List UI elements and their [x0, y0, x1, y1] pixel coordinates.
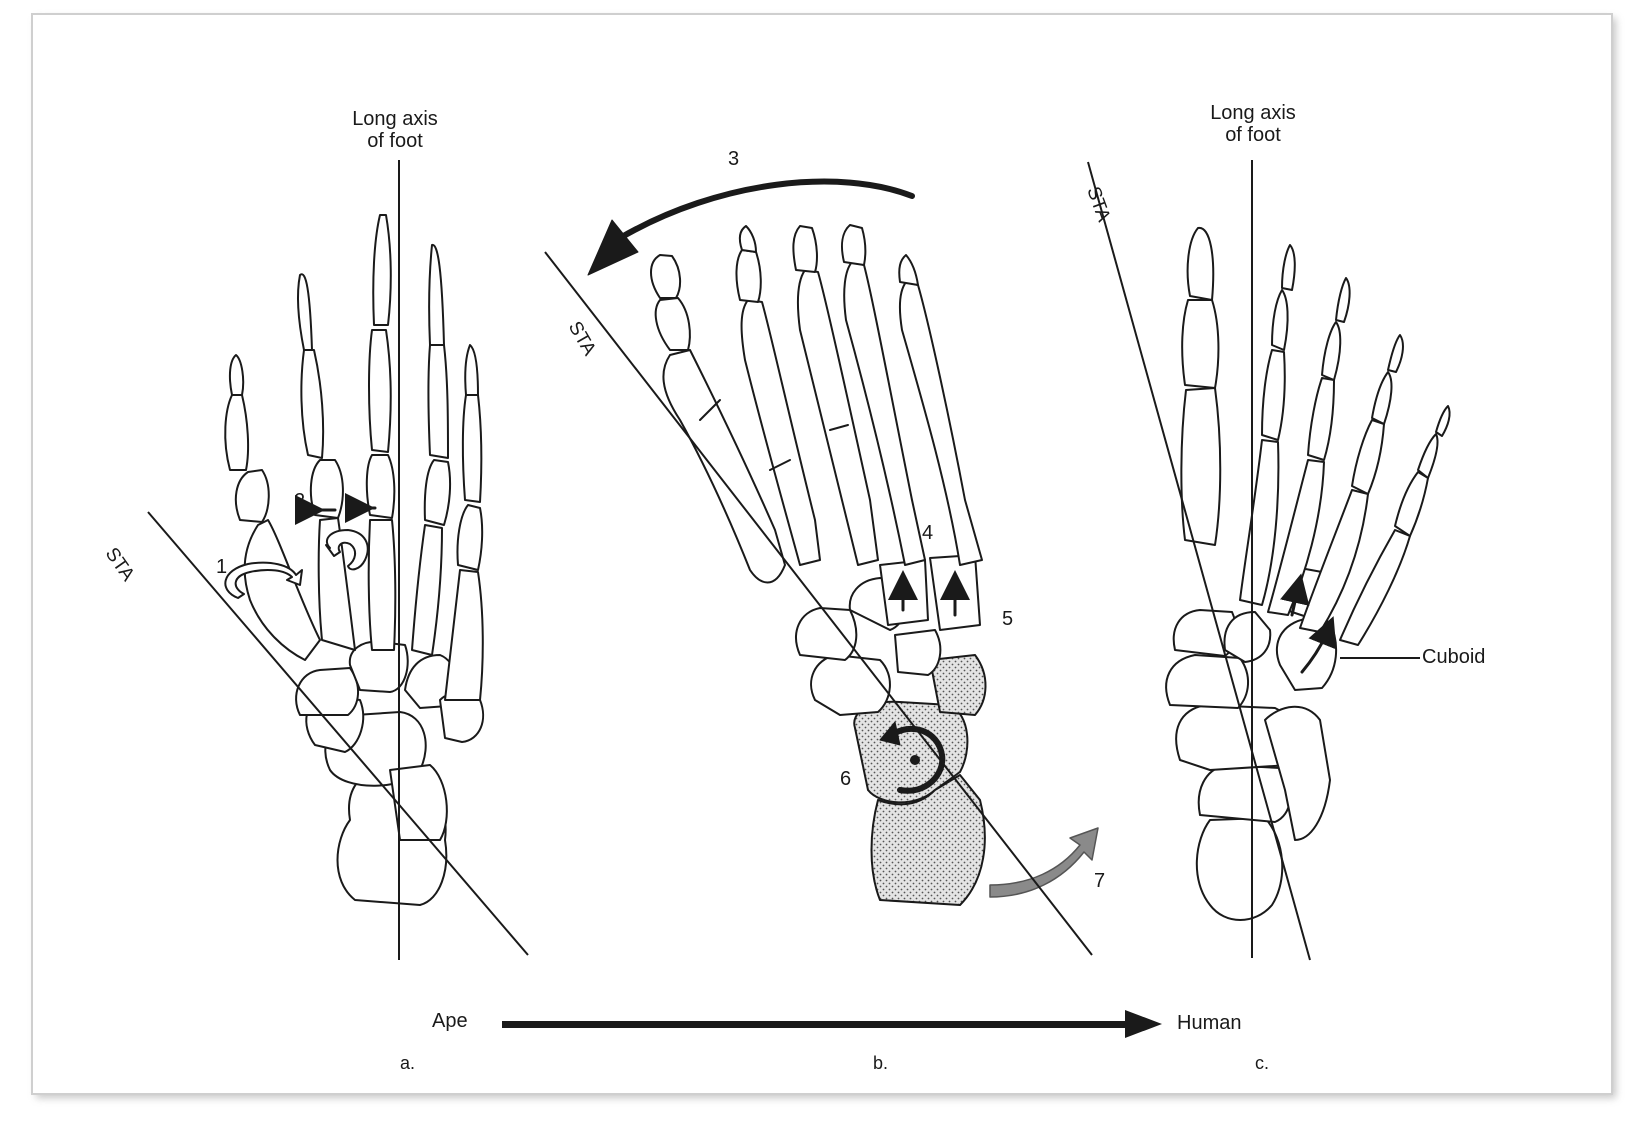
panel-a-rotation-arrows: [224, 493, 377, 599]
marker-4: 4: [922, 522, 934, 544]
evolution-arrow: [502, 1010, 1162, 1038]
rotation-arrow-2: [325, 529, 369, 571]
cuboid-label: Cuboid: [1422, 646, 1486, 668]
panel-c-human-foot: [1165, 226, 1451, 921]
panel-c-axis-label-line2: of foot: [1225, 124, 1281, 146]
panel-b-translation-arrows: [888, 570, 970, 617]
panel-b-letter: b.: [873, 1053, 889, 1073]
panel-a-axis-label: Long axis of foot: [330, 108, 460, 152]
marker-2: 2: [294, 490, 306, 512]
calcaneus: [1195, 817, 1284, 921]
marker-1: 1: [216, 556, 228, 578]
panel-c-arrows: [1280, 573, 1337, 674]
panel-c-letter: c.: [1255, 1053, 1270, 1073]
panel-a-axis-label-line2: of foot: [367, 130, 423, 152]
evolution-to-label: Human: [1177, 1012, 1242, 1034]
evolution-from-label: Ape: [432, 1010, 468, 1032]
panel-c-axis-label: Long axis of foot: [1183, 102, 1323, 146]
calcaneus-shaded: [870, 774, 986, 906]
marker-3: 3: [728, 148, 740, 170]
panel-a-letter: a.: [400, 1053, 416, 1073]
rotation-arrow-1: [224, 561, 303, 599]
panel-b-curved-arrow-3: [587, 178, 915, 276]
panel-b-sta-line: [544, 251, 1093, 956]
panel-c-sta-line: [1087, 161, 1311, 961]
panel-a-axis-label-line1: Long axis: [352, 108, 438, 130]
marker-7: 7: [1094, 870, 1106, 892]
panel-a-ape-foot: [224, 214, 485, 906]
marker-5: 5: [1002, 608, 1014, 630]
panel-b-gray-arrow-7: [989, 827, 1099, 898]
panel-b-rotation-arrow-6: [879, 721, 946, 794]
marker-6: 6: [840, 768, 852, 790]
panel-c-axis-label-line1: Long axis: [1210, 102, 1296, 124]
cuboid-shaded: [929, 654, 987, 716]
panel-b-intermediate-foot: [650, 224, 987, 906]
panel-a-sta-line: [147, 511, 529, 956]
